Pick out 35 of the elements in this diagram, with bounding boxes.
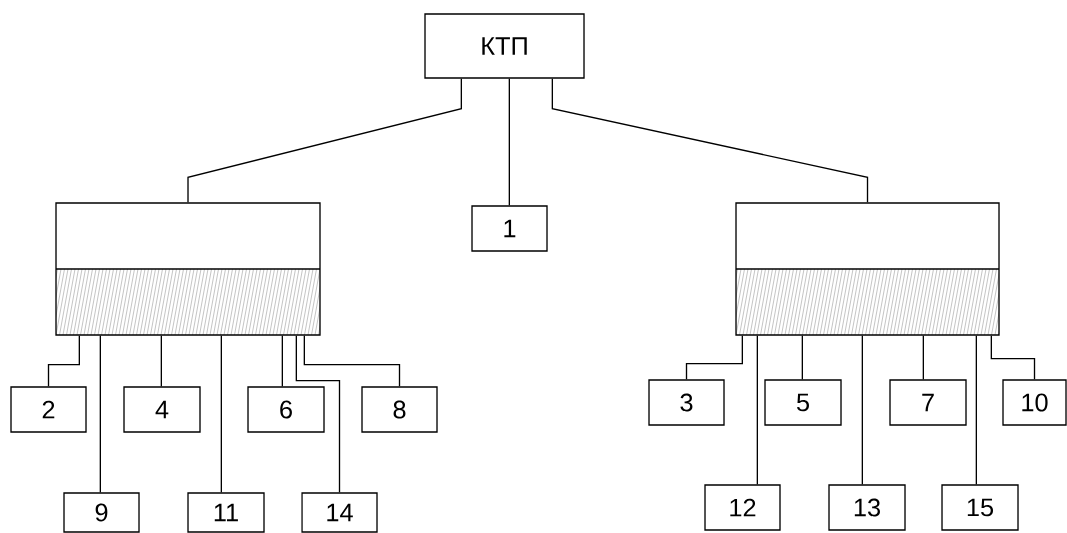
numbered-box: 1 bbox=[471, 205, 548, 252]
connector-line bbox=[47, 335, 80, 387]
connector-line bbox=[861, 335, 863, 485]
numbered-box: 10 bbox=[1002, 379, 1067, 426]
connector-line bbox=[922, 335, 924, 380]
numbered-box: 15 bbox=[941, 484, 1019, 531]
connector-line bbox=[99, 335, 101, 493]
numbered-box: 5 bbox=[764, 379, 842, 426]
numbered-box: 11 bbox=[187, 492, 265, 533]
numbered-box: КТП bbox=[424, 13, 585, 79]
connector-line bbox=[801, 335, 803, 380]
numbered-box: 3 bbox=[648, 379, 725, 426]
distribution-panel bbox=[735, 202, 1000, 336]
numbered-box: 13 bbox=[828, 484, 906, 531]
numbered-box: 9 bbox=[63, 492, 140, 533]
connector-line bbox=[685, 335, 743, 380]
numbered-box: 4 bbox=[123, 386, 201, 433]
numbered-box: 12 bbox=[704, 484, 781, 531]
numbered-box: 8 bbox=[361, 386, 438, 433]
connector-line bbox=[295, 335, 341, 493]
numbered-box: 14 bbox=[301, 492, 378, 533]
numbered-box: 6 bbox=[247, 386, 325, 433]
numbered-box: 2 bbox=[10, 386, 87, 433]
connector-line bbox=[160, 335, 162, 387]
connector-line bbox=[508, 78, 510, 206]
connector-line bbox=[551, 78, 869, 203]
distribution-panel bbox=[55, 202, 321, 336]
connector-line bbox=[303, 335, 401, 387]
connector-line bbox=[990, 335, 1036, 380]
connector-line bbox=[187, 78, 462, 203]
connector-line bbox=[756, 335, 758, 485]
connector-line bbox=[281, 335, 283, 387]
connector-line bbox=[220, 335, 222, 493]
connector-line bbox=[975, 335, 977, 485]
numbered-box: 7 bbox=[889, 379, 967, 426]
